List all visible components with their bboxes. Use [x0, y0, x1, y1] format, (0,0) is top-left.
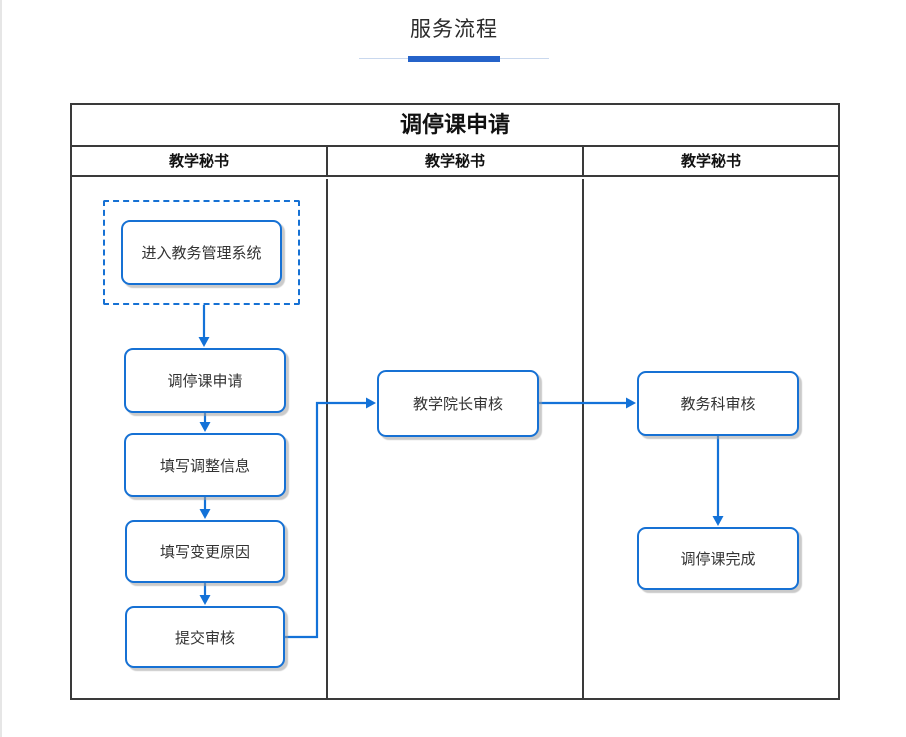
node-dean-review: 教学院长审核 [377, 370, 539, 437]
node-fill-adjust-info: 填写调整信息 [124, 433, 286, 497]
node-academic-affairs-review: 教务科审核 [637, 371, 799, 436]
node-submit-review: 提交审核 [125, 606, 285, 668]
lane-headers-row: 教学秘书 教学秘书 教学秘书 [72, 147, 838, 177]
page-header: 服务流程 [2, 0, 906, 62]
page-title: 服务流程 [410, 17, 498, 41]
lane-column-3 [584, 179, 838, 698]
node-reschedule-complete: 调停课完成 [637, 527, 799, 590]
start-group-dashed-box [103, 200, 300, 305]
title-underline-decoration [359, 56, 549, 62]
lane-header-3: 教学秘书 [680, 152, 741, 170]
lane-header-1: 教学秘书 [72, 147, 328, 175]
lane-column-2 [328, 179, 584, 698]
flowchart-title: 调停课申请 [72, 105, 838, 147]
node-reschedule-apply: 调停课申请 [124, 348, 286, 413]
node-fill-change-reason: 填写变更原因 [125, 520, 285, 583]
lane-header-2: 教学秘书 [328, 147, 584, 175]
node-enter-system: 进入教务管理系统 [121, 220, 282, 285]
underline-accent-bar [408, 56, 500, 62]
